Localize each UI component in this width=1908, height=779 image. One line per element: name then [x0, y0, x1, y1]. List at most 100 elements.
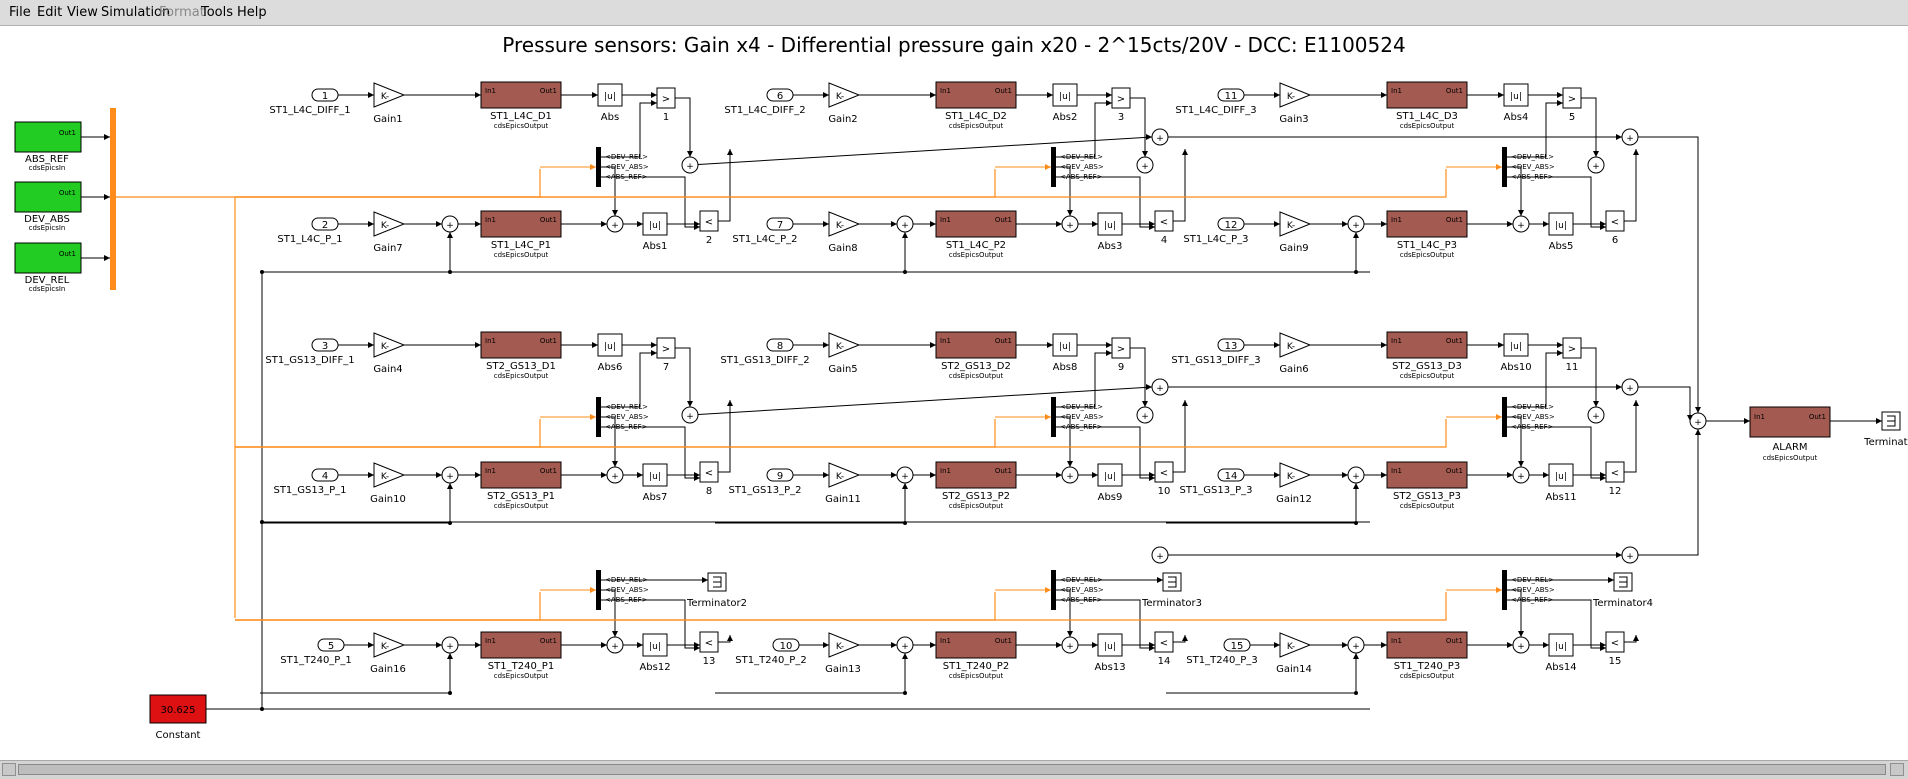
sum-block	[681, 156, 699, 174]
abs-name: Abs6	[598, 362, 623, 373]
epics-output-block	[480, 81, 562, 109]
junction-dot	[1354, 691, 1358, 695]
junction-dot	[1354, 270, 1358, 274]
sum-sign: +	[901, 472, 909, 482]
inport-name: ST1_GS13_P_1	[273, 485, 346, 496]
port-label: Out1	[995, 637, 1012, 645]
epics-input-block	[14, 181, 82, 213]
bus-signal-label: <DEV_ABS>	[605, 413, 649, 421]
operator-name: 10	[1158, 486, 1171, 497]
operator-name: 12	[1609, 486, 1622, 497]
scroll-right-arrow-icon[interactable]	[1890, 763, 1904, 776]
arrow-head	[1353, 483, 1359, 489]
gain-block	[373, 211, 406, 237]
signal-line	[689, 386, 1153, 416]
arrow-head	[1557, 342, 1563, 348]
abs-name: Abs	[601, 112, 619, 123]
abs-symbol: |u|	[1555, 221, 1567, 231]
arrow-head	[1353, 232, 1359, 238]
diagram-canvas[interactable]: Pressure sensors: Gain x4 - Differential…	[0, 27, 1908, 760]
arrow-head	[1633, 400, 1639, 406]
bus-signal-label: <DEV_ABS>	[1511, 586, 1555, 594]
operator-name: 4	[1161, 235, 1167, 246]
sum-sign: +	[1066, 472, 1074, 482]
epics-input-block	[14, 121, 82, 153]
menu-simulation[interactable]: Simulation	[101, 5, 171, 20]
abs-symbol: |u|	[1059, 342, 1071, 352]
arrow-head	[1543, 221, 1549, 227]
menu-help[interactable]: Help	[237, 5, 267, 20]
gain-name: Gain11	[825, 494, 861, 505]
port-label: In1	[1391, 637, 1402, 645]
sum-block	[681, 406, 699, 424]
epics-output-block	[480, 631, 562, 659]
arrow-head	[823, 472, 829, 478]
menu-bar: File Edit View Simulation Format Tools H…	[0, 0, 1908, 26]
menu-file[interactable]: File	[9, 5, 31, 20]
arrow-head	[1543, 472, 1549, 478]
epics-output-block	[1386, 331, 1468, 359]
signal-line	[675, 97, 691, 157]
sum-sign: +	[611, 642, 619, 652]
arrow-head	[475, 221, 481, 227]
abs-name: Abs4	[1504, 112, 1529, 123]
arrow-head	[1507, 642, 1513, 648]
inport-name: ST1_L4C_DIFF_3	[1175, 105, 1256, 116]
junction-dot	[448, 691, 452, 695]
arrow-head	[612, 631, 618, 637]
signal-line	[601, 352, 657, 408]
signal-line	[235, 169, 1447, 198]
port-label: Out1	[995, 87, 1012, 95]
arrow-head	[1274, 221, 1280, 227]
gain-block	[828, 462, 861, 488]
signal-line	[1056, 166, 1071, 216]
arrow-head	[1744, 418, 1750, 424]
menu-view[interactable]: View	[67, 5, 98, 20]
inport-name: ST1_L4C_P_1	[277, 234, 342, 245]
arrow-head	[104, 255, 110, 261]
menu-edit[interactable]: Edit	[37, 5, 63, 20]
abs-name: Abs13	[1094, 662, 1125, 673]
output-block-name: ST2_GS13_D1	[486, 361, 556, 372]
constant-name: Constant	[156, 730, 201, 741]
arrow-head	[823, 642, 829, 648]
gain-name: Gain5	[828, 364, 857, 375]
output-block-type: cdsEpicsOutput	[494, 251, 549, 259]
arrow-head	[1633, 149, 1639, 155]
arrow-head	[1633, 635, 1639, 641]
epics-input-block	[14, 242, 82, 274]
output-block-name: ST1_L4C_D1	[490, 111, 552, 122]
signal-line	[1581, 347, 1597, 407]
arrow-head	[651, 350, 657, 356]
arrow-head	[1047, 342, 1053, 348]
inport-number: 15	[1231, 641, 1244, 652]
arrow-head	[1149, 224, 1155, 230]
horizontal-scrollbar[interactable]	[0, 760, 1908, 779]
menu-format[interactable]: Format	[159, 5, 205, 20]
arrow-head	[1381, 221, 1387, 227]
gain-symbol: K-	[836, 221, 844, 231]
abs-symbol: |u|	[649, 221, 661, 231]
menu-tools[interactable]: Tools	[201, 5, 234, 20]
signal-line	[1507, 166, 1522, 216]
output-block-name: ST1_L4C_D3	[1396, 111, 1458, 122]
signal-line	[1056, 416, 1071, 467]
diagram-title: Pressure sensors: Gain x4 - Differential…	[502, 33, 1405, 57]
arrow-head	[1498, 342, 1504, 348]
arrow-head	[1381, 92, 1387, 98]
signal-line	[1507, 416, 1522, 467]
scrollbar-thumb[interactable]	[18, 764, 1886, 775]
input-block-name: DEV_REL	[25, 275, 70, 286]
arrow-head	[1067, 631, 1073, 637]
arrow-head	[1146, 384, 1152, 390]
scroll-left-arrow-icon[interactable]	[2, 763, 16, 776]
bus-selector-block	[1502, 397, 1507, 437]
junction-dot	[448, 521, 452, 525]
sum-sign: +	[1141, 412, 1149, 422]
arrow-head	[1498, 92, 1504, 98]
arrow-head	[1600, 224, 1606, 230]
sum-sign: +	[1066, 221, 1074, 231]
port-label: Out1	[995, 337, 1012, 345]
abs-symbol: |u|	[1510, 342, 1522, 352]
